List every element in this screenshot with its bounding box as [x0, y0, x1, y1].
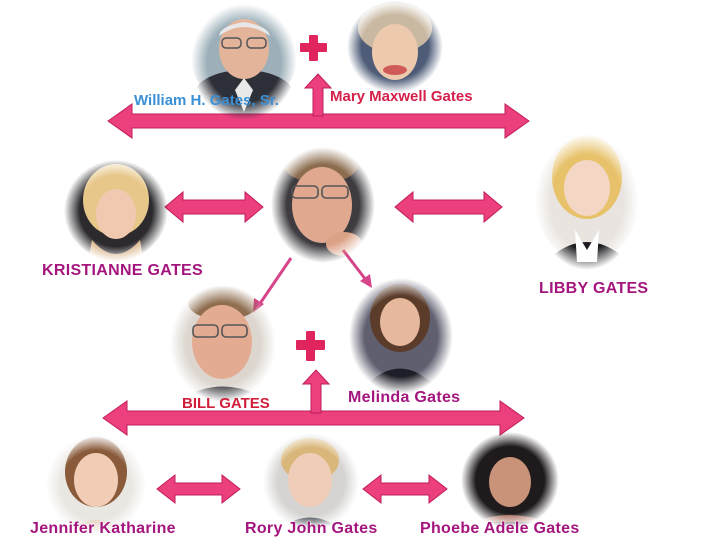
portrait-bill-top: [271, 147, 375, 263]
portrait-jennifer: [46, 435, 146, 535]
children-double-arrow: [102, 400, 525, 436]
portrait-kristianne: [64, 160, 168, 262]
portrait-melinda: [349, 278, 453, 394]
plus-icon: [300, 35, 327, 61]
couple-up-arrow: [301, 369, 331, 414]
sibling-arrow-left: [164, 190, 264, 224]
label-kristianne: KRISTIANNE GATES: [42, 262, 203, 279]
label-bill: BILL GATES: [182, 395, 270, 412]
portrait-mary: [347, 1, 443, 93]
child-arrow-left: [156, 473, 241, 505]
parents-double-arrow: [107, 103, 530, 139]
label-jennifer: Jennifer Katharine: [30, 520, 176, 537]
label-libby: LIBBY GATES: [539, 280, 649, 297]
plus-icon: [296, 331, 325, 361]
portrait-rory: [263, 433, 359, 530]
label-melinda: Melinda Gates: [348, 389, 461, 406]
sibling-arrow-right: [394, 190, 503, 224]
label-mary: Mary Maxwell Gates: [330, 88, 473, 105]
portrait-bill: [170, 285, 276, 402]
child-arrow-right: [362, 473, 448, 505]
parents-up-arrow: [303, 73, 333, 117]
portrait-william-sr: [191, 4, 297, 120]
label-rory: Rory John Gates: [245, 520, 378, 537]
portrait-libby: [535, 134, 639, 270]
label-william-sr: William H. Gates, Sr.: [134, 92, 279, 109]
portrait-phoebe: [461, 432, 559, 528]
label-phoebe: Phoebe Adele Gates: [420, 520, 580, 537]
